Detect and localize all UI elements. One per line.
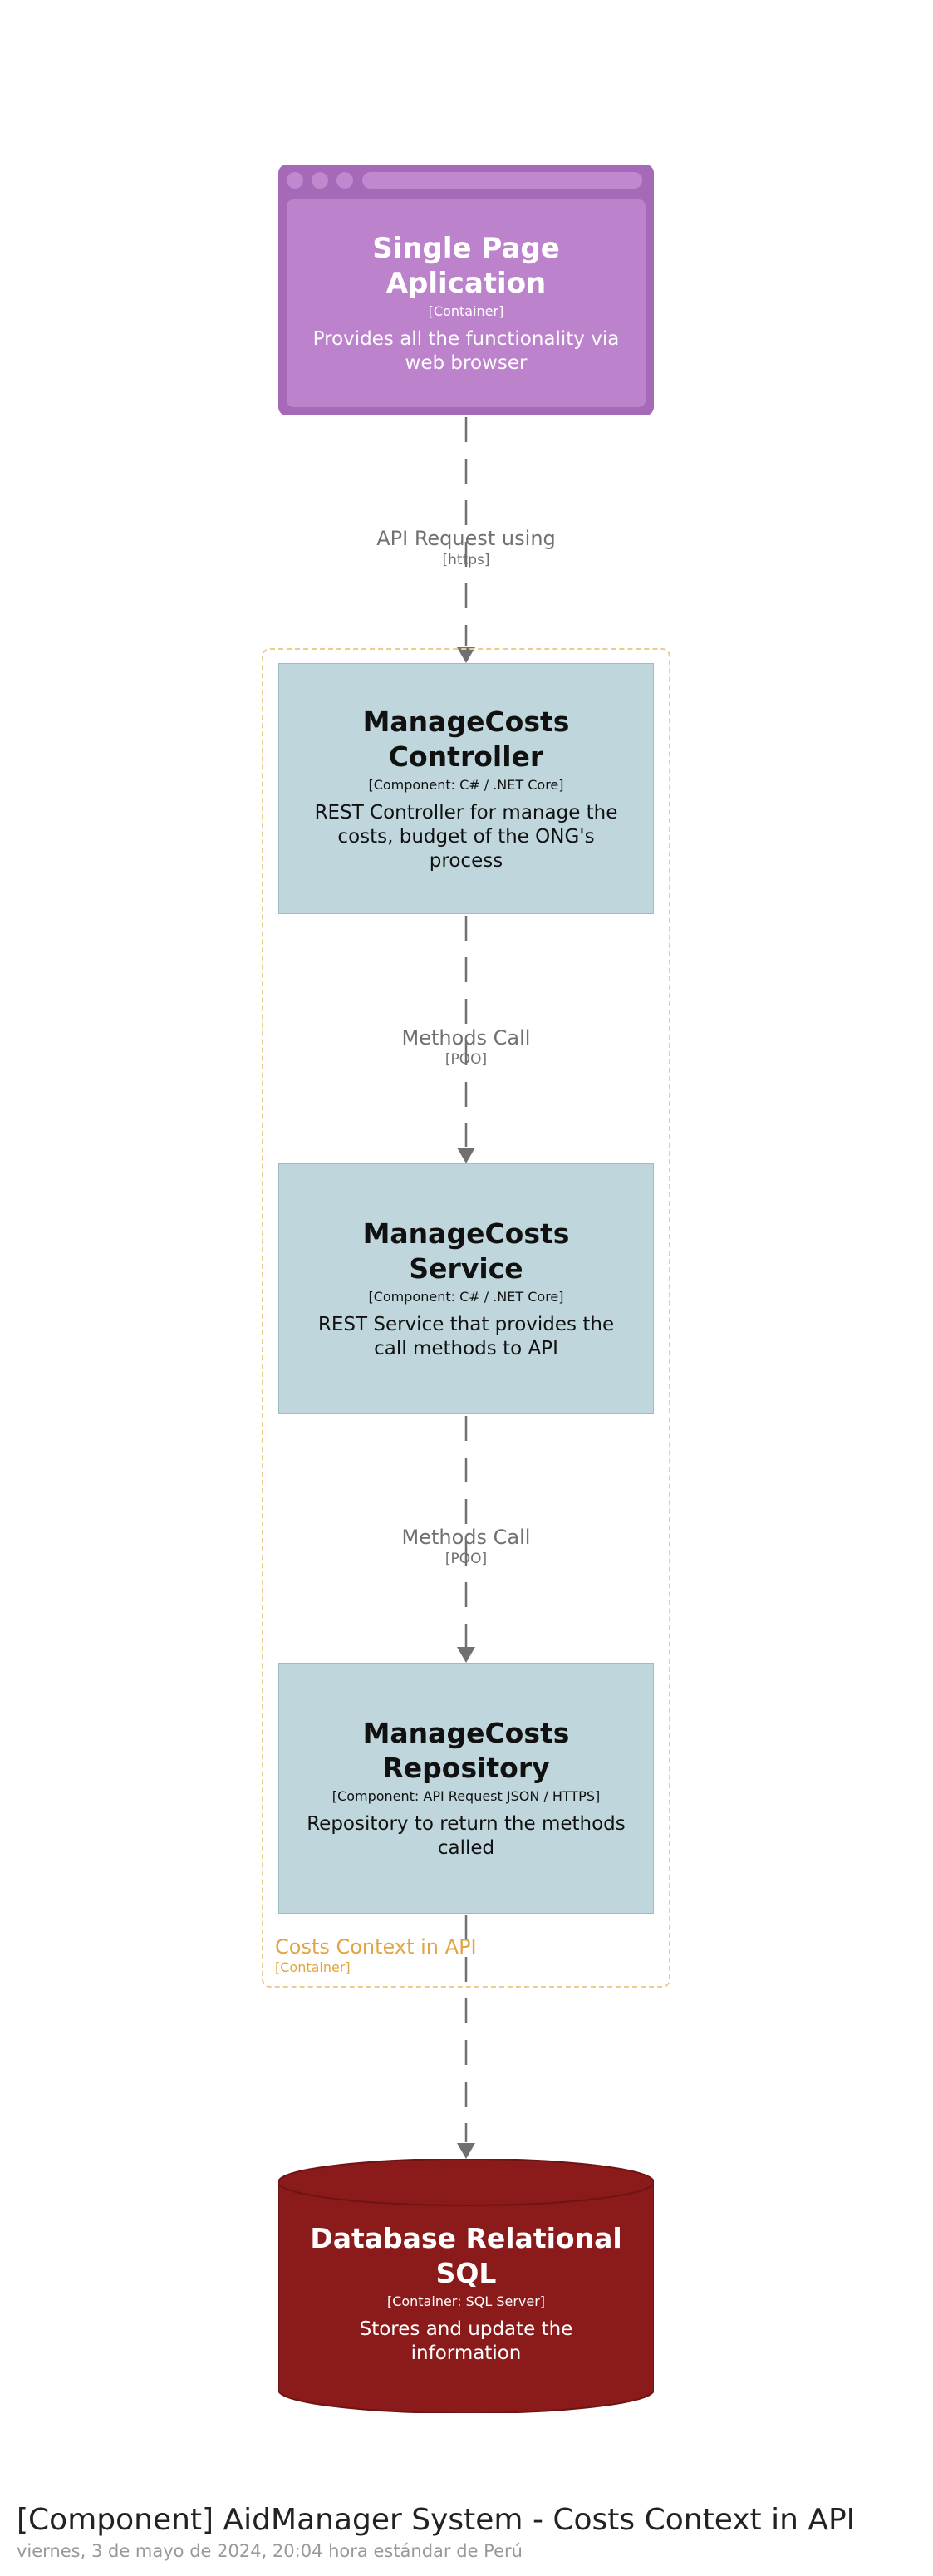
arrowhead-service-to-repository: [457, 1647, 475, 1663]
spa-container-node[interactable]: Single Page Aplication [Container] Provi…: [278, 165, 654, 415]
service-tech: [Component: C# / .NET Core]: [368, 1289, 564, 1305]
service-description: REST Service that provides the call meth…: [317, 1314, 615, 1359]
relationship-tech: [https]: [442, 552, 490, 568]
repository-description: Repository to return the methods called: [307, 1813, 626, 1859]
arrowhead-spa-to-controller: [457, 647, 475, 663]
relationship-label-controller-to-service: Methods Call [POO]: [341, 1025, 591, 1069]
browser-dot-icon: [312, 172, 328, 189]
spa-description: Provides all the functionality via web b…: [312, 328, 620, 374]
controller-title: ManageCosts Controller: [362, 705, 570, 773]
browser-address-bar: [362, 172, 642, 189]
database-tech: [Container: SQL Server]: [386, 2293, 546, 2309]
relationship-tech: [POO]: [444, 1551, 488, 1567]
spa-title: Single Page Aplication: [372, 232, 560, 300]
repository-tech: [Component: API Request JSON / HTTPS]: [331, 1788, 601, 1804]
boundary-title: Costs Context in API: [275, 1935, 477, 1959]
database-cylinder-icon: [278, 2159, 654, 2413]
database-description: Stores and update the information: [359, 2318, 573, 2364]
relationship-tech: [POO]: [444, 1051, 488, 1068]
controller-tech: [Component: C# / .NET Core]: [368, 776, 564, 793]
boundary-label: Costs Context in API [Container]: [275, 1934, 477, 1976]
managecosts-repository-node[interactable]: ManageCosts Repository [Component: API R…: [278, 1663, 654, 1914]
boundary-type: [Container]: [275, 1959, 351, 1975]
spa-tech: [Container]: [428, 303, 504, 319]
arrowhead-repository-to-database: [457, 2143, 475, 2159]
managecosts-service-node[interactable]: ManageCosts Service [Component: C# / .NE…: [278, 1163, 654, 1414]
service-title: ManageCosts Service: [362, 1217, 570, 1285]
arrowhead-controller-to-service: [457, 1148, 475, 1163]
controller-description: REST Controller for manage the costs, bu…: [314, 801, 618, 872]
costs-context-boundary: [262, 648, 670, 1988]
relationship-label-service-to-repository: Methods Call [POO]: [341, 1525, 591, 1568]
spa-content: Single Page Aplication [Container] Provi…: [287, 199, 646, 407]
relationship-label-spa-to-controller: API Request using [https]: [341, 526, 591, 569]
relationship-text: Methods Call: [401, 1526, 531, 1549]
browser-dot-icon: [287, 172, 303, 189]
managecosts-controller-node[interactable]: ManageCosts Controller [Component: C# / …: [278, 663, 654, 914]
database-title: Database Relational SQL: [310, 2222, 622, 2289]
relationship-text: Methods Call: [401, 1026, 531, 1050]
diagram-date: viernes, 3 de mayo de 2024, 20:04 hora e…: [17, 2541, 523, 2561]
repository-title: ManageCosts Repository: [362, 1717, 570, 1784]
browser-dot-icon: [336, 172, 353, 189]
database-container-node[interactable]: Database Relational SQL [Container: SQL …: [278, 2159, 654, 2413]
relationship-text: API Request using: [376, 527, 556, 550]
diagram-title: [Component] AidManager System - Costs Co…: [17, 2503, 856, 2537]
